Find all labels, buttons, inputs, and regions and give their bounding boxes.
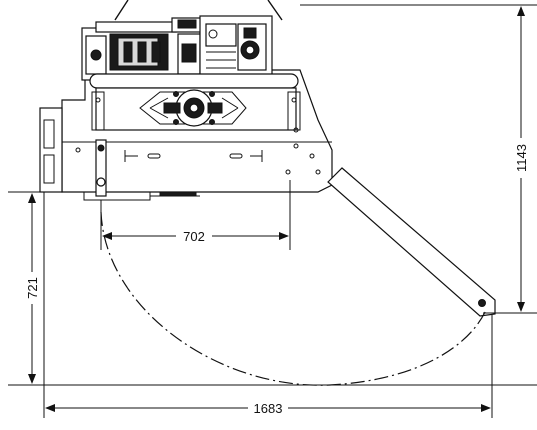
valve-group <box>199 15 273 79</box>
frame-rail <box>89 73 299 89</box>
plate-details <box>62 127 332 201</box>
upper-housing-edges <box>114 0 283 21</box>
dim-swing-height: 721 <box>25 277 40 299</box>
dim-overall-width: 1683 <box>254 401 283 416</box>
pivot-arm <box>95 139 107 197</box>
motor-group <box>81 17 203 81</box>
dimension-lines: 1143 721 702 1683 <box>8 4 537 418</box>
dim-inner-width: 702 <box>183 229 205 244</box>
machine-assembly <box>39 0 496 317</box>
dim-height-total: 1143 <box>514 144 529 172</box>
left-mount-block <box>39 107 63 193</box>
swing-arm <box>327 167 496 317</box>
swing-path <box>100 211 487 386</box>
rotary-hub <box>139 89 247 127</box>
